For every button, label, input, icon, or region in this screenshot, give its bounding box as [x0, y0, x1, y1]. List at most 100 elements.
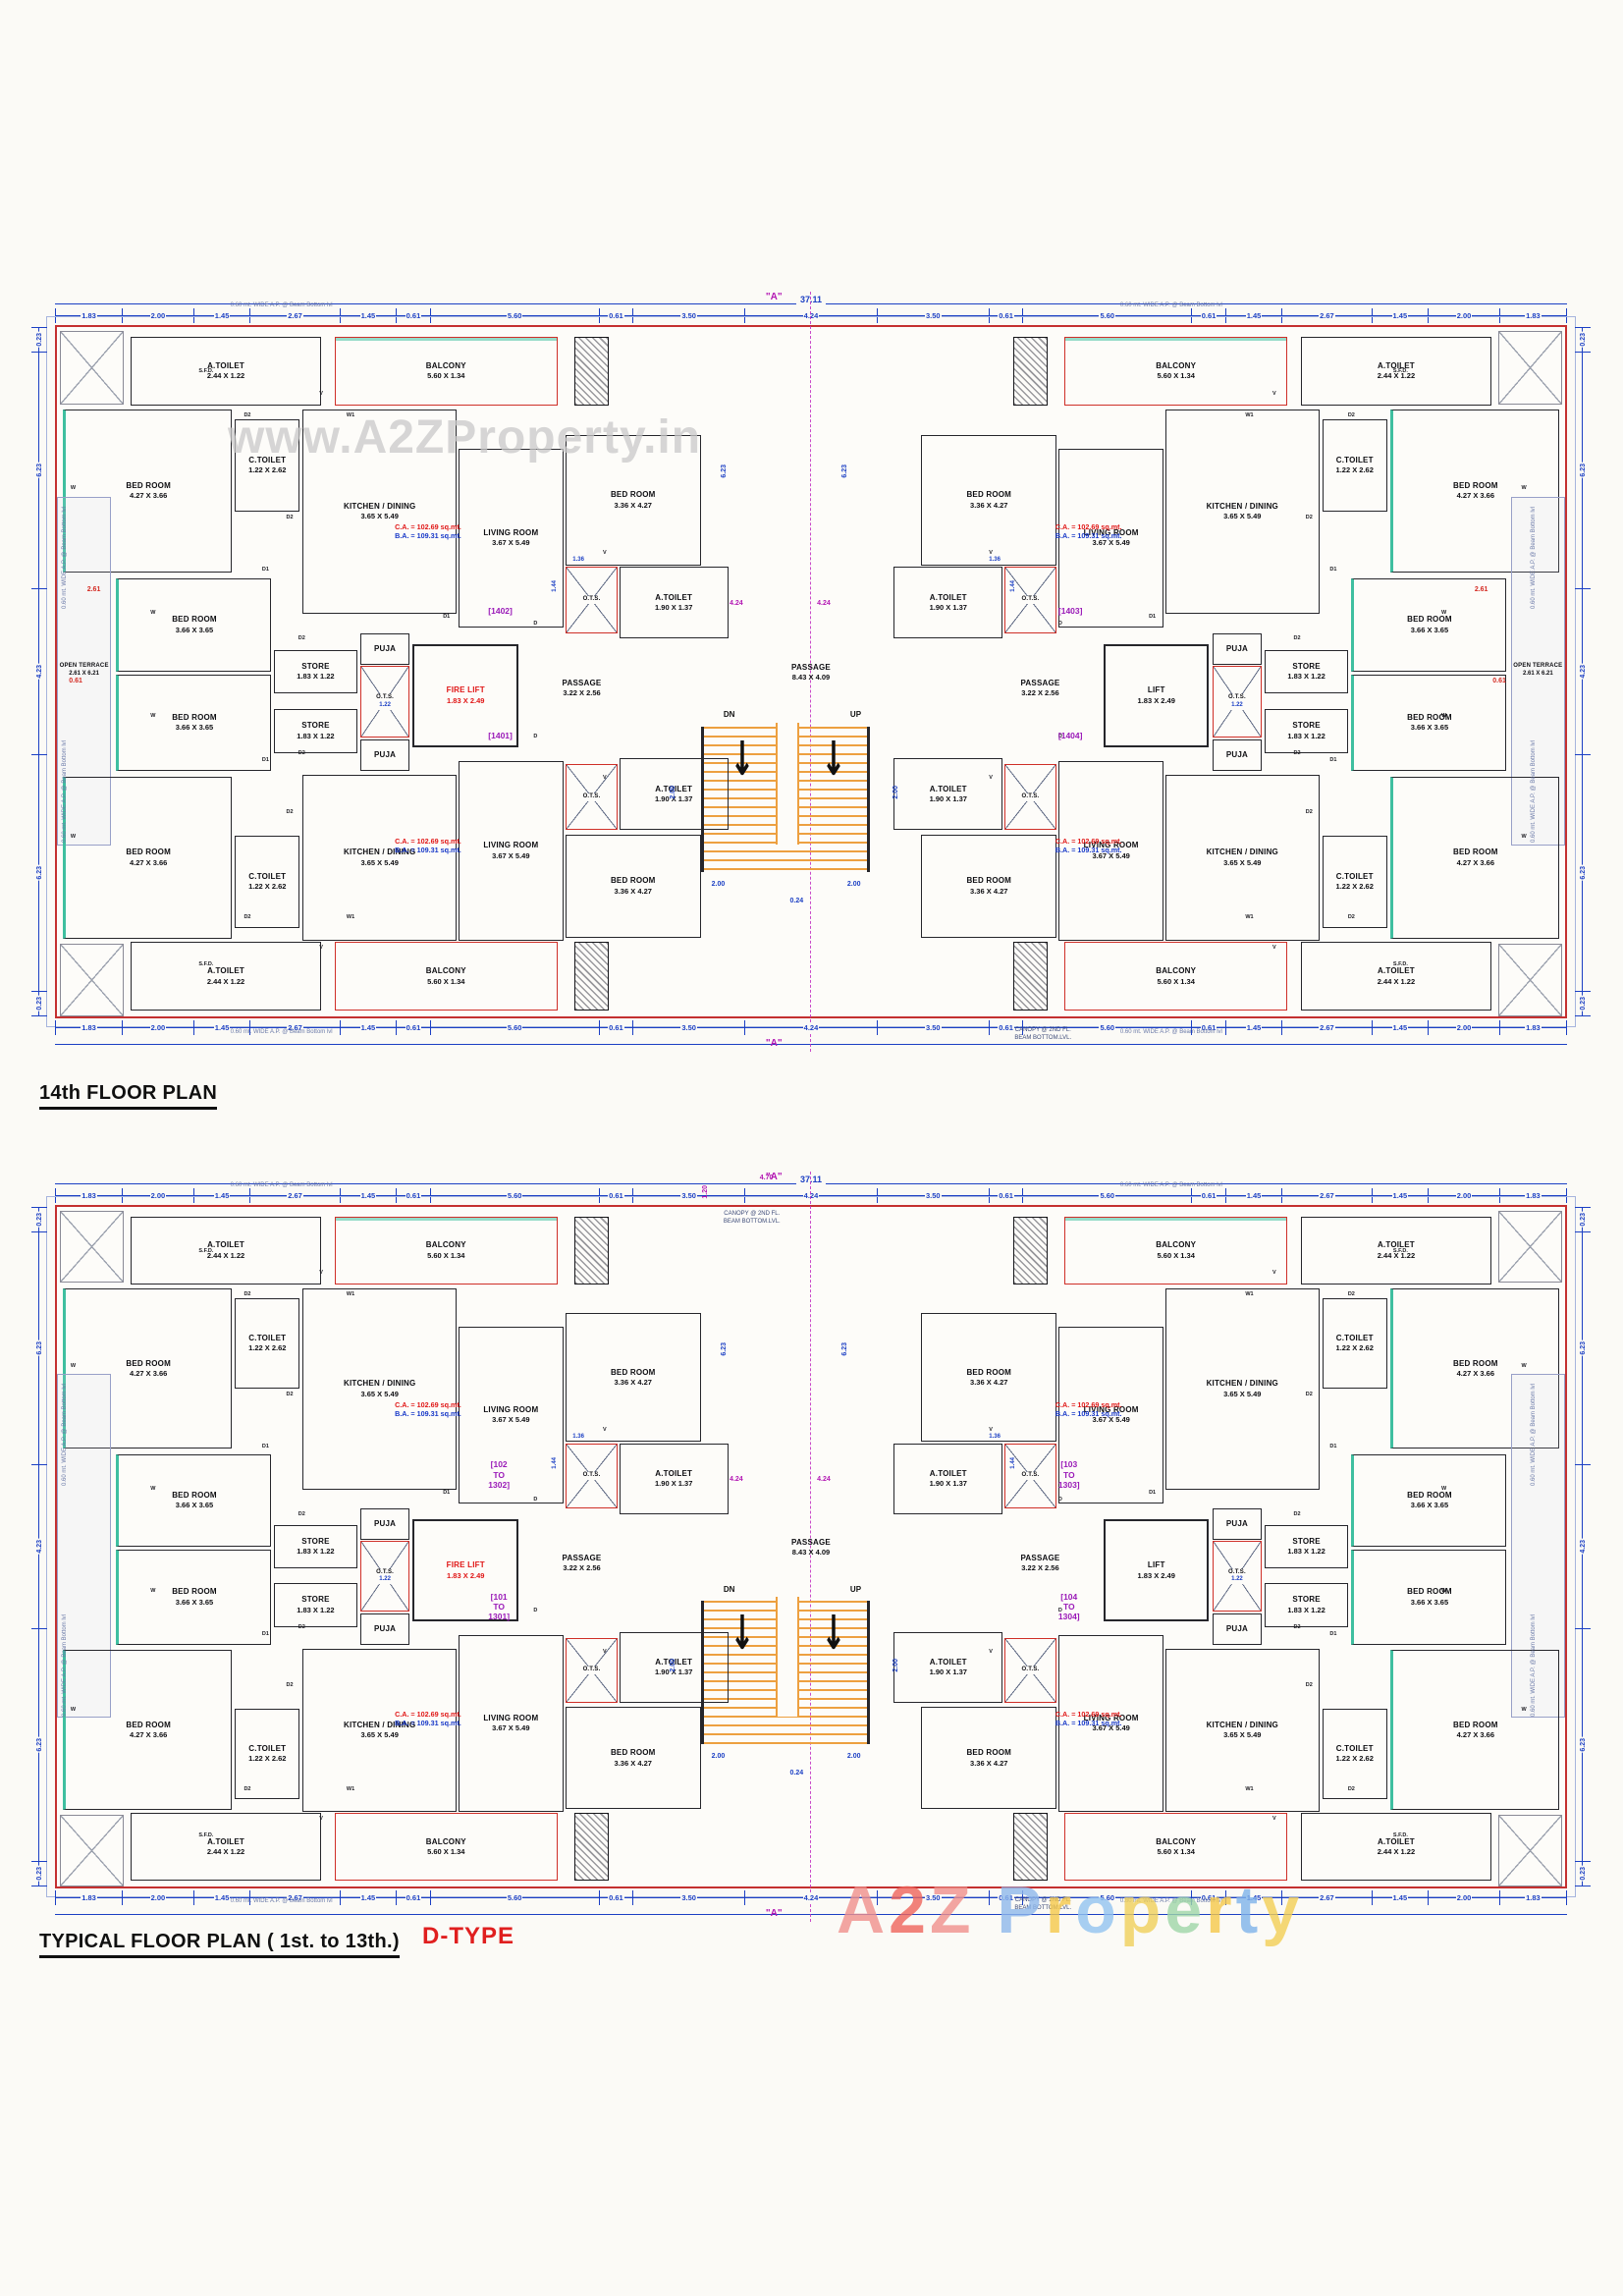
- dtype-label: D-TYPE: [422, 1923, 515, 1949]
- room-dimension: 1.22 X 2.62: [248, 465, 287, 475]
- builtup-area-text: B.A. = 109.31 sq.mt.: [1055, 1719, 1122, 1728]
- carpet-area-text: C.A. = 102.69 sq.mt.: [395, 1399, 461, 1409]
- room-label: A.TOILET: [1378, 1836, 1415, 1846]
- room-dimension: 3.22 X 2.56: [1021, 1562, 1059, 1572]
- room-label: BED ROOM: [966, 490, 1012, 500]
- dim-segment: 0.61: [396, 1890, 431, 1905]
- room-dimension: 1.22 X 2.62: [1335, 1754, 1374, 1764]
- dim-segment: 2.67: [1281, 1188, 1372, 1203]
- door-window-tag: S.F.D.: [1392, 368, 1408, 375]
- room-dimension: 2.61 X 6.21: [1522, 671, 1553, 678]
- room-label: PUJA: [374, 1623, 397, 1633]
- dim-segment: 3.50: [876, 308, 989, 323]
- room-dimension: 1.83 X 2.49: [447, 695, 485, 705]
- dim-segment: 5.60: [1022, 1890, 1192, 1905]
- building-line: 37.11: [55, 1175, 1567, 1188]
- dim-label: 2.00: [669, 785, 676, 799]
- dim-segment: 5.60: [429, 1188, 599, 1203]
- note-label: 0.60 mt. WIDE A.P. @ Beam Bottom lvl: [1119, 1898, 1222, 1905]
- watermark-letter: r: [1206, 1873, 1236, 1947]
- dim-segment: 1.83: [1498, 1890, 1567, 1905]
- door-window-tag: S.F.D.: [198, 368, 214, 375]
- room-label: C.TOILET: [1335, 456, 1374, 465]
- carpet-area-text: C.A. = 102.69 sq.mt.: [1055, 522, 1122, 532]
- room-label: O.T.S.: [375, 694, 396, 702]
- builtup-area-text: B.A. = 109.31 sq.mt.: [1055, 531, 1122, 541]
- room-dimension: 3.66 X 3.65: [175, 723, 214, 733]
- room-dimension: 1.83 X 1.22: [297, 1547, 335, 1557]
- door-window-tag: D1: [443, 614, 451, 621]
- dim-segment: 0.23: [1575, 327, 1591, 352]
- room-dimension: 1.90 X 1.37: [655, 794, 693, 804]
- ots-shaft-top-right: O.T.S.: [1003, 567, 1057, 633]
- room-dimension: 3.22 X 2.56: [563, 1562, 601, 1572]
- unit-number: [1402]: [488, 605, 513, 616]
- room-dimension: 2.44 X 1.22: [1377, 976, 1416, 986]
- room-dimension: 3.36 X 4.27: [614, 1377, 652, 1387]
- room-label: LIVING ROOM: [1083, 527, 1139, 537]
- unit-number: [103 TO 1303]: [1057, 1459, 1080, 1490]
- ots-shaft-bottom: O.T.S.: [565, 764, 619, 831]
- puja-lower: PUJA: [359, 1613, 410, 1645]
- ots-shaft-top-right: O.T.S.: [1003, 1443, 1057, 1509]
- room-label: STORE: [1292, 721, 1321, 731]
- puja-upper: PUJA: [359, 632, 410, 665]
- door-window-tag: V: [989, 1648, 993, 1655]
- room-dimension: 5.60 X 1.34: [1157, 976, 1195, 986]
- door-window-tag: W: [1441, 609, 1447, 616]
- room-dimension: 1.83 X 2.49: [1137, 1570, 1175, 1580]
- door-window-tag: W1: [346, 412, 355, 419]
- door-window-tag: W: [1521, 485, 1527, 492]
- room-label: O.T.S.: [581, 1667, 602, 1674]
- door-window-tag: S.F.D.: [198, 1247, 214, 1254]
- dim-segment: 0.23: [1575, 991, 1591, 1016]
- ots-shaft-top: O.T.S.: [565, 1443, 619, 1509]
- door-window-tag: D2: [298, 1623, 305, 1630]
- room-label: STORE: [301, 661, 330, 671]
- dim-segment: 6.23: [31, 351, 47, 589]
- corner-shaft-top: [60, 331, 124, 405]
- dim-label: 4.24: [730, 1476, 743, 1484]
- room-label: KITCHEN / DINING: [343, 502, 416, 512]
- room-label: O.T.S.: [1226, 1568, 1247, 1577]
- dim-segment: 1.45: [1371, 1020, 1429, 1035]
- room-label: BED ROOM: [966, 876, 1012, 886]
- dim-segment: 2.00: [122, 1188, 193, 1203]
- area-statement: C.A. = 102.69 sq.mt.B.A. = 109.31 sq.mt.: [1055, 837, 1122, 854]
- room-dimension: 1.22 X 2.62: [248, 1343, 287, 1353]
- note-label: 0.60 mt. WIDE A.P. @ Beam Bottom lvl: [230, 1028, 333, 1035]
- watermark-letter: [974, 1873, 997, 1947]
- dim-segment: 0.61: [1191, 1188, 1226, 1203]
- room-label: O.T.S.: [1020, 1667, 1041, 1674]
- room-dimension: 4.27 X 3.66: [129, 1369, 168, 1378]
- door-window-tag: D1: [261, 1630, 269, 1637]
- building-line: [55, 1905, 1567, 1919]
- room-label: BED ROOM: [126, 481, 171, 490]
- note-label: 0.60 mt. WIDE A.P. @ Beam Bottom lvl: [61, 506, 68, 609]
- room-dimension: 1.90 X 1.37: [929, 794, 967, 804]
- dim-segment: 1.45: [339, 1890, 397, 1905]
- room-label: PASSAGE: [1020, 1553, 1060, 1562]
- dim-segment: 3.50: [632, 308, 745, 323]
